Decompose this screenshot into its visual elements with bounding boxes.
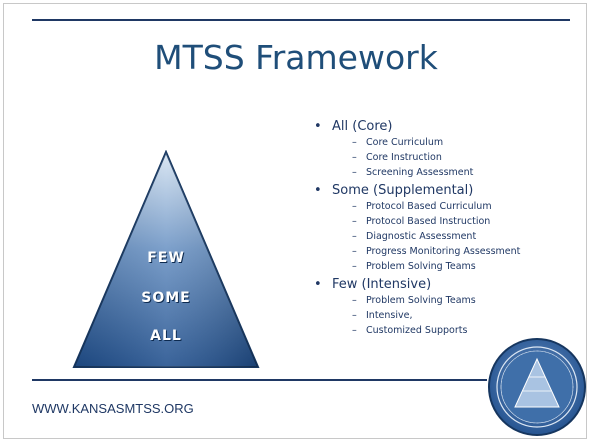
footer-url: WWW.KANSASMTSS.ORG [32,401,194,416]
bottom-divider [32,379,487,381]
tier-item-intensive: Few (Intensive) Problem Solving Teams In… [310,276,560,338]
subitem: Customized Supports [332,323,560,338]
subitem: Core Curriculum [332,135,560,150]
pyramid-triangle [72,150,260,368]
subitem: Screening Assessment [332,165,560,180]
subitem: Diagnostic Assessment [332,229,560,244]
seal-icon [488,338,586,436]
tier-label: Some (Supplemental) [332,183,474,198]
subitem: Core Instruction [332,150,560,165]
tier-list: All (Core) Core Curriculum Core Instruct… [310,116,560,338]
tier-item-core: All (Core) Core Curriculum Core Instruct… [310,118,560,180]
slide-title: MTSS Framework [154,38,438,77]
subitem: Problem Solving Teams [332,293,560,308]
subitem: Progress Monitoring Assessment [332,244,560,259]
subitem: Problem Solving Teams [332,259,560,274]
subitem: Intensive, [332,308,560,323]
tier-label: All (Core) [332,119,393,134]
kansas-mtss-seal-logo [487,337,587,437]
tier-label: Few (Intensive) [332,277,432,292]
pyramid-label-some: SOME [141,290,191,306]
top-divider [32,19,570,21]
pyramid-label-few: FEW [147,250,185,266]
subitem: Protocol Based Instruction [332,214,560,229]
mtss-pyramid: FEW SOME ALL [70,150,262,370]
pyramid-label-all: ALL [150,328,182,344]
tier-subitems: Protocol Based Curriculum Protocol Based… [332,199,560,274]
tier-subitems: Core Curriculum Core Instruction Screeni… [332,135,560,180]
slide-border [3,3,587,439]
tier-item-supplemental: Some (Supplemental) Protocol Based Curri… [310,182,560,274]
tier-subitems: Problem Solving Teams Intensive, Customi… [332,293,560,338]
subitem: Protocol Based Curriculum [332,199,560,214]
